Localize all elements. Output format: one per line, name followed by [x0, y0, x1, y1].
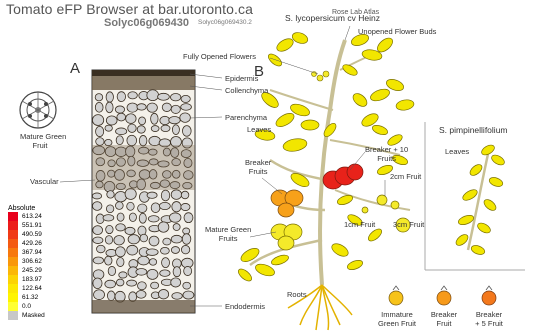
- legend-swatch: [8, 212, 18, 221]
- legend-value: 183.97: [22, 276, 42, 283]
- legend-value: 490.59: [22, 231, 42, 238]
- label-immature-green: Immature Green Fruit: [378, 310, 416, 328]
- legend-swatch: [8, 257, 18, 266]
- legend-value: 0.0: [22, 303, 31, 310]
- legend-row: Masked: [8, 311, 60, 320]
- tissue-collenchyma[interactable]: Collenchyma: [225, 86, 268, 95]
- tissue-parenchyma[interactable]: Parenchyma: [225, 113, 267, 122]
- fruit-label-line2: Fruit: [20, 141, 60, 150]
- legend-value: 429.26: [22, 240, 42, 247]
- legend-value: 245.29: [22, 267, 42, 274]
- legend-swatch: [8, 311, 18, 320]
- fruit-label: Mature Green Fruit: [20, 132, 60, 150]
- label-breaker: Breaker Fruits: [245, 158, 271, 176]
- legend-value: 61.32: [22, 294, 38, 301]
- legend-row: 61.32: [8, 293, 60, 302]
- legend-row: 0.0: [8, 302, 60, 311]
- legend-swatch: [8, 302, 18, 311]
- immature-green-fruit-icon[interactable]: [389, 286, 403, 305]
- legend-row: 367.94: [8, 248, 60, 257]
- legend-swatch: [8, 248, 18, 257]
- label-mature-green-line2: Fruits: [205, 234, 251, 243]
- breaker-fruits[interactable]: [271, 190, 303, 217]
- legend-value: Masked: [22, 312, 45, 319]
- legend: Absolute 613.24 551.91 490.59 429.26 367.94 3…: [8, 205, 60, 320]
- species-pimpinellifolium: S. pimpinellifolium: [439, 125, 508, 135]
- legend-value: 122.64: [22, 285, 42, 292]
- legend-value: 306.62: [22, 258, 42, 265]
- label-leaves: Leaves: [247, 125, 271, 134]
- legend-swatch: [8, 284, 18, 293]
- breaker10-fruits[interactable]: [323, 164, 363, 189]
- label-breaker-fruit-line1: Breaker: [428, 310, 460, 319]
- label-breaker-fruit-line2: Fruit: [428, 319, 460, 328]
- legend-swatch: [8, 275, 18, 284]
- fruit-label-line1: Mature Green: [20, 132, 60, 141]
- label-breaker5-fruit: Breaker + 5 Fruit: [473, 310, 505, 328]
- mature-green-fruit-icon[interactable]: [20, 92, 56, 128]
- label-breaker5-line1: Breaker: [473, 310, 505, 319]
- label-mature-green: Mature Green Fruits: [205, 225, 251, 243]
- tissue-section[interactable]: [92, 70, 195, 313]
- legend-row: 490.59: [8, 230, 60, 239]
- label-breaker10-line2: Fruits: [365, 154, 408, 163]
- label-breaker-line1: Breaker: [245, 158, 271, 167]
- label-mature-green-line1: Mature Green: [205, 225, 251, 234]
- breaker-fruit-icon[interactable]: [437, 286, 451, 305]
- label-unopened: Unopened Flower Buds: [358, 27, 436, 36]
- legend-value: 613.24: [22, 213, 42, 220]
- breaker5-fruit-icon[interactable]: [482, 286, 496, 305]
- legend-row: 306.62: [8, 257, 60, 266]
- legend-swatch: [8, 293, 18, 302]
- legend-value: 367.94: [22, 249, 42, 256]
- label-breaker-line2: Fruits: [245, 167, 271, 176]
- label-2cm: 2cm Fruit: [390, 172, 421, 181]
- label-1cm: 1cm Fruit: [344, 220, 375, 229]
- legend-row: 183.97: [8, 275, 60, 284]
- legend-swatch: [8, 239, 18, 248]
- label-breaker10: Breaker + 10 Fruits: [365, 145, 408, 163]
- panel-b-letter: B: [254, 63, 264, 80]
- tissue-endodermis[interactable]: Endodermis: [225, 302, 265, 311]
- legend-row: 245.29: [8, 266, 60, 275]
- label-breaker5-line2: + 5 Fruit: [473, 319, 505, 328]
- pimpinellifolium-plant[interactable]: [454, 143, 506, 256]
- label-breaker10-line1: Breaker + 10: [365, 145, 408, 154]
- legend-row: 429.26: [8, 239, 60, 248]
- legend-swatch: [8, 221, 18, 230]
- legend-row: 551.91: [8, 221, 60, 230]
- legend-title: Absolute: [8, 205, 60, 212]
- label-roots: Roots: [287, 290, 307, 299]
- legend-row: 613.24: [8, 212, 60, 221]
- tissue-vascular[interactable]: Vascular: [30, 177, 59, 186]
- label-pimp-leaves: Leaves: [445, 147, 469, 156]
- legend-value: 551.91: [22, 222, 42, 229]
- label-fully-opened: Fully Opened Flowers: [183, 52, 256, 61]
- species-heinz: S. lycopersicum cv Heinz: [285, 13, 380, 23]
- label-immature-green-line2: Green Fruit: [378, 319, 416, 328]
- legend-swatch: [8, 230, 18, 239]
- label-3cm: 3cm Fruit: [393, 220, 424, 229]
- label-breaker-fruit: Breaker Fruit: [428, 310, 460, 328]
- legend-swatch: [8, 266, 18, 275]
- legend-row: 122.64: [8, 284, 60, 293]
- label-immature-green-line1: Immature: [378, 310, 416, 319]
